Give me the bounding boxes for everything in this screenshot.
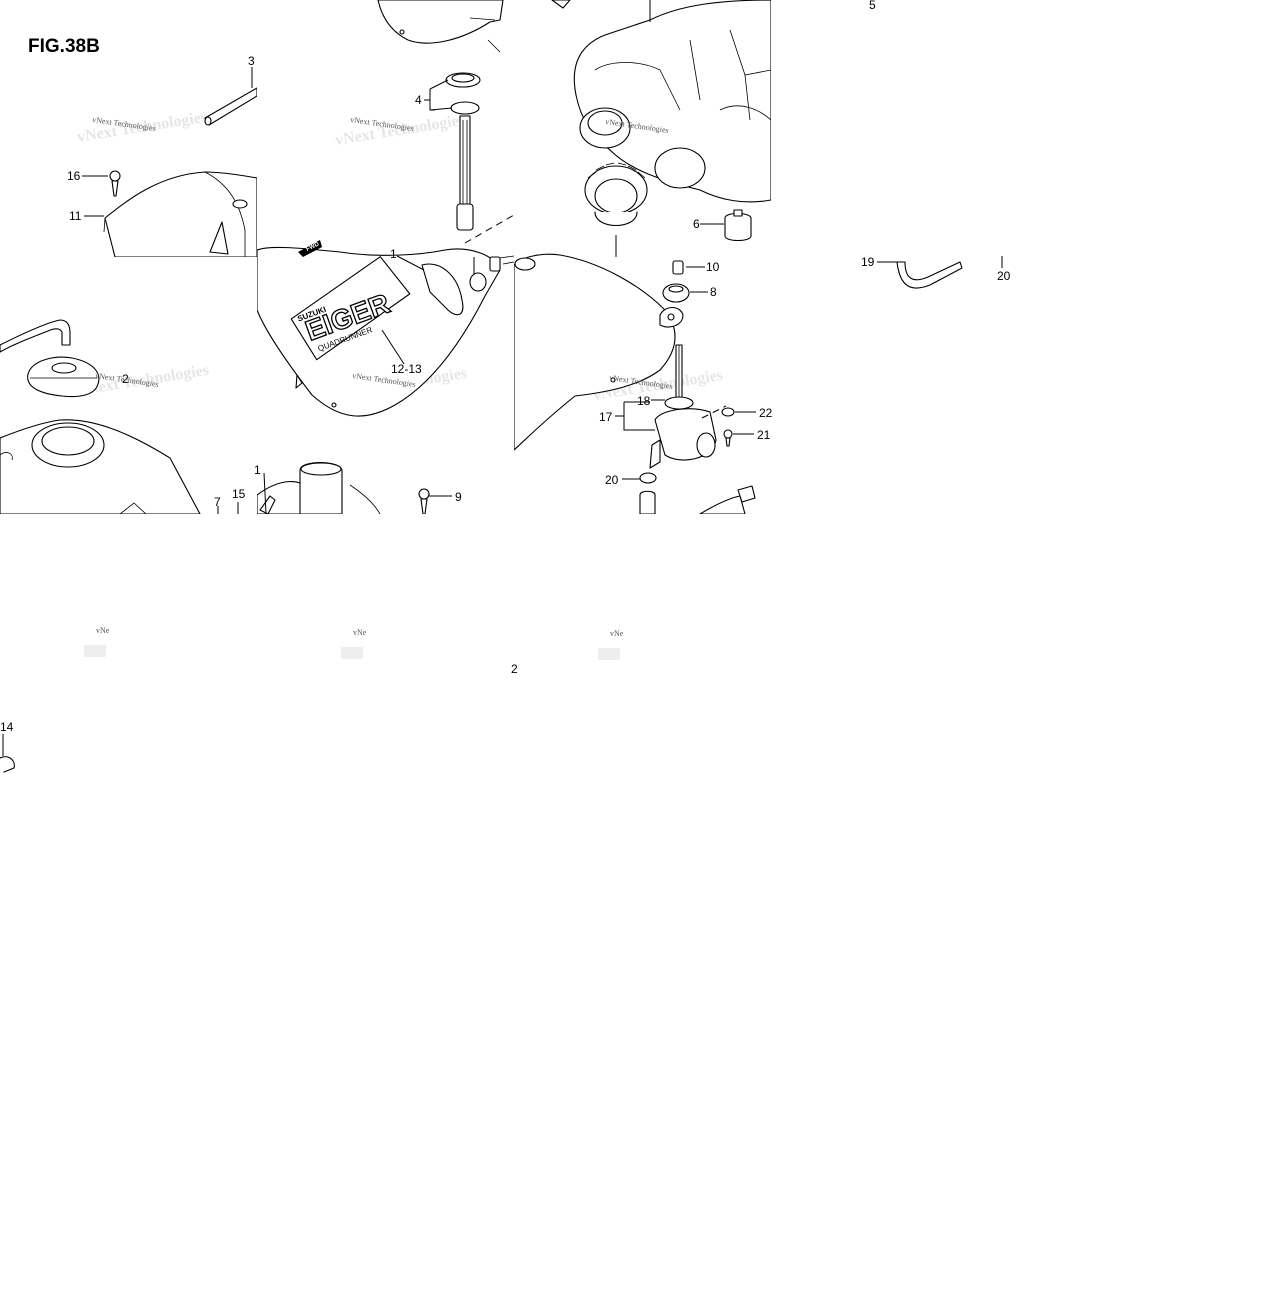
callout-partial: 2	[511, 662, 518, 676]
callout-11: 11	[69, 209, 82, 223]
fuel-cap	[27, 356, 100, 398]
fuel-tank-body	[0, 419, 201, 514]
callout-1: 1	[390, 247, 397, 261]
valve-outlet	[649, 439, 661, 469]
callout-10: 10	[706, 260, 720, 274]
pipe-end	[204, 116, 212, 126]
bolt-head	[418, 488, 430, 500]
callout-20: 20	[605, 473, 619, 487]
fuel-hose	[639, 490, 656, 514]
watermark-truncated: vNe	[353, 628, 367, 637]
valve-oring	[664, 396, 694, 410]
callout-20-b: 20	[997, 269, 1011, 283]
callout-14: 14	[0, 720, 14, 734]
screw-head	[109, 170, 121, 182]
callout-2: 2	[122, 372, 129, 386]
fuel-tank-upper	[573, 0, 771, 203]
tank-bracket	[377, 0, 504, 44]
middle-panel: FWD SUZUKI EIGER QUADRUNNER	[257, 0, 514, 514]
callout-1-b: 1	[254, 463, 261, 477]
left-panel-lower	[0, 319, 201, 514]
left-panel-upper	[103, 87, 257, 257]
callout-9: 9	[455, 490, 462, 504]
callout-12-13: 12-13	[391, 362, 422, 376]
callout-18: 18	[637, 394, 651, 408]
mount-bushing	[469, 272, 487, 292]
valve-knob	[696, 432, 716, 458]
hose-clip	[737, 485, 756, 503]
figure-title: FIG.38B	[28, 36, 100, 57]
callout-6: 6	[693, 217, 700, 231]
watermark-truncated: vNe	[610, 629, 624, 638]
callout-8: 8	[710, 285, 717, 299]
fuel-tank-lower	[514, 253, 676, 451]
gauge-float	[456, 203, 474, 231]
watermark-truncated: vNe	[96, 626, 110, 635]
spacer	[672, 260, 684, 275]
callout-3: 3	[248, 54, 255, 68]
washer	[721, 407, 735, 417]
leader-lines	[2, 0, 1003, 756]
partial-clip	[0, 756, 15, 773]
rubber-mount	[724, 212, 752, 242]
callout-17: 17	[599, 410, 613, 424]
tank-cover	[104, 171, 257, 257]
fwd-arrow-icon	[298, 240, 322, 257]
fuel-hose-19	[896, 261, 963, 289]
screw-head	[723, 429, 733, 439]
gauge-head	[450, 101, 480, 115]
callout-19: 19	[861, 255, 875, 269]
screw-shank	[111, 180, 119, 197]
callout-15: 15	[232, 487, 246, 501]
callout-labels: 3 4 5 16 11 1 12-13 2 6 10 8 18 17 22 21…	[0, 0, 1011, 734]
fwd-label: FWD	[305, 241, 321, 252]
hose-clamp	[639, 472, 657, 484]
tank-mount-tab	[421, 263, 464, 316]
callout-22: 22	[759, 406, 773, 420]
gauge-rod	[459, 115, 471, 207]
tank-neck-right	[654, 147, 706, 189]
callout-4: 4	[415, 93, 422, 107]
right-panel	[514, 0, 771, 514]
breather-pipe	[204, 87, 257, 126]
callout-5: 5	[869, 0, 876, 12]
breather-hose	[0, 319, 71, 353]
cover-louver	[209, 221, 229, 255]
callout-21: 21	[757, 428, 771, 442]
callout-7: 7	[214, 495, 221, 509]
callout-16: 16	[67, 169, 81, 183]
